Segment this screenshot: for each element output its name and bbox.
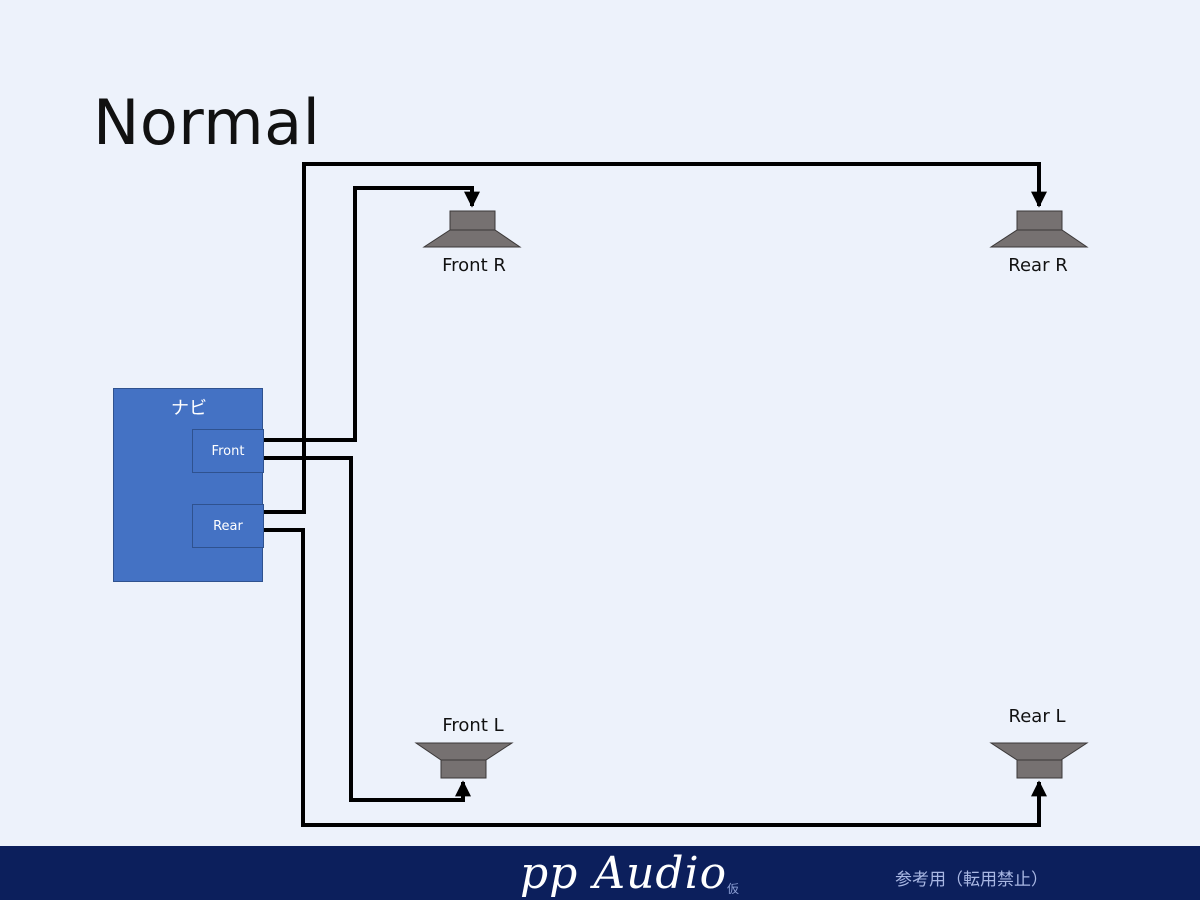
head-unit-label: ナビ [171, 398, 207, 419]
speaker-rear-l-icon [989, 742, 1089, 779]
wire-front-l [263, 456, 471, 802]
usage-notice: 参考用（転用禁止） [895, 870, 1048, 890]
diagram-title: Normal [93, 86, 321, 159]
speaker-rear-r-label: Rear R [1008, 255, 1068, 276]
speaker-rear-r-icon [989, 210, 1089, 248]
speaker-front-l-icon [414, 742, 514, 779]
front-output-port: Front [192, 429, 264, 473]
wire-rear-r [263, 162, 1047, 514]
speaker-front-r-label: Front R [442, 255, 506, 276]
footer-bar: pp Audio 仮 参考用（転用禁止） [0, 846, 1200, 900]
head-unit: ナビ Front Rear [113, 388, 264, 582]
speaker-front-l-label: Front L [442, 715, 504, 736]
brand-logo: pp Audio [520, 848, 728, 899]
brand-mark: 仮 [727, 882, 740, 896]
speaker-front-r-icon [422, 210, 522, 248]
rear-port-label: Rear [213, 518, 243, 534]
rear-output-port: Rear [192, 504, 264, 548]
wire-front-r [263, 186, 480, 442]
wire-rear-l [263, 528, 1047, 827]
front-port-label: Front [211, 443, 245, 459]
speaker-rear-l-label: Rear L [1008, 706, 1066, 727]
